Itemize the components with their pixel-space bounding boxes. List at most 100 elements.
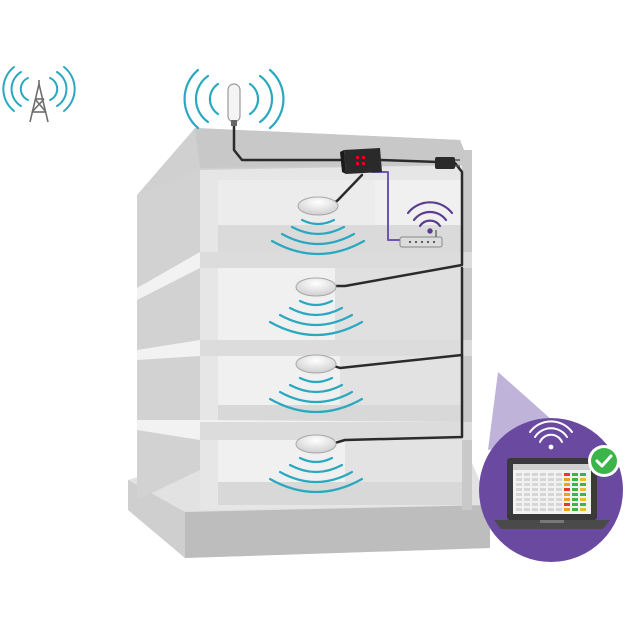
screen-cell: [540, 478, 546, 481]
screen-cell: [556, 473, 562, 476]
screen-cell: [532, 483, 538, 486]
screen-cell: [564, 508, 570, 511]
screen-cell: [580, 508, 586, 511]
building: [128, 128, 490, 558]
building-left-wall: [137, 165, 200, 500]
screen-cell: [556, 508, 562, 511]
screen-cell: [524, 493, 530, 496]
screen-cell: [540, 498, 546, 501]
laptop-wifi-icon: [529, 420, 573, 450]
screen-cell: [516, 493, 522, 496]
screen-cell: [516, 508, 522, 511]
screen-cell: [556, 483, 562, 486]
screen-cell: [580, 478, 586, 481]
floor-slabs: [137, 252, 472, 440]
screen-cell: [548, 483, 554, 486]
screen-cell: [556, 478, 562, 481]
signal-waves: [270, 218, 366, 255]
screen-cell: [564, 503, 570, 506]
screen-cell: [524, 473, 530, 476]
screen-cell: [548, 493, 554, 496]
screen-cell: [572, 478, 578, 481]
screen-cell: [564, 478, 570, 481]
screen-cell: [516, 498, 522, 501]
building-right-column: [462, 150, 472, 510]
signal-waves: [268, 299, 364, 336]
screen-cell: [548, 473, 554, 476]
cell-tower-icon: [2, 66, 76, 123]
screen-cell: [548, 488, 554, 491]
dome-antenna-floor-3: [268, 277, 364, 336]
screen-cell: [580, 488, 586, 491]
dome-antenna-floor-2: [268, 354, 364, 413]
screen-cell: [564, 483, 570, 486]
screen-cell: [524, 488, 530, 491]
screen-cell: [540, 493, 546, 496]
dome-antenna-icon: [295, 354, 337, 374]
screen-cell: [532, 488, 538, 491]
screen-cell: [556, 493, 562, 496]
screen-cell: [524, 503, 530, 506]
screen-cell: [572, 498, 578, 501]
screen-cell: [540, 503, 546, 506]
screen-cell: [540, 508, 546, 511]
screen-cell: [532, 493, 538, 496]
screen-cell: [524, 478, 530, 481]
screen-cell: [524, 508, 530, 511]
screen-cell: [580, 483, 586, 486]
screen-cell: [564, 488, 570, 491]
screen-cell: [540, 488, 546, 491]
booster-led: [362, 156, 365, 159]
wifi-signal-icon: [406, 201, 454, 234]
laptop-icon: [494, 458, 610, 529]
screen-cell: [580, 493, 586, 496]
screen-cell: [548, 508, 554, 511]
screen-cell: [556, 488, 562, 491]
screen-cell: [516, 473, 522, 476]
screen-cell: [540, 483, 546, 486]
booster-led: [356, 162, 359, 165]
booster-led: [362, 162, 365, 165]
laptop-callout: [479, 372, 623, 562]
screen-cell: [516, 503, 522, 506]
signal-booster-icon: [340, 148, 382, 174]
check-badge-icon: [588, 445, 620, 477]
screen-cell: [548, 503, 554, 506]
dome-antenna-icon: [295, 277, 337, 297]
screen-cell: [532, 473, 538, 476]
screen-cell: [548, 498, 554, 501]
screen-cell: [556, 498, 562, 501]
screen-cell: [524, 483, 530, 486]
screen-cell: [572, 488, 578, 491]
screen-cell: [524, 498, 530, 501]
screen-cell: [556, 503, 562, 506]
screen-cell: [572, 503, 578, 506]
screen-cell: [532, 478, 538, 481]
screen-cell: [572, 473, 578, 476]
screen-cell: [516, 488, 522, 491]
signal-waves: [268, 456, 364, 493]
screen-cell: [564, 498, 570, 501]
screen-cell: [532, 498, 538, 501]
dome-antenna-floor-4: [270, 196, 366, 255]
screen-cell: [580, 498, 586, 501]
dome-antenna-icon: [295, 434, 337, 454]
signal-waves: [268, 376, 364, 413]
screen-cell: [572, 508, 578, 511]
screen-cell: [580, 503, 586, 506]
screen-cell: [572, 493, 578, 496]
screen-cell: [532, 508, 538, 511]
screen-cell: [564, 473, 570, 476]
outdoor-antenna-icon: [183, 68, 285, 130]
dome-antenna-icon: [297, 196, 339, 216]
screen-cell: [548, 478, 554, 481]
screen-cell: [564, 493, 570, 496]
router-icon: [399, 201, 454, 248]
booster-led: [356, 156, 359, 159]
dome-antenna-floor-1: [268, 434, 364, 493]
screen-cell: [532, 503, 538, 506]
screen-cell: [540, 473, 546, 476]
screen-cell: [516, 483, 522, 486]
